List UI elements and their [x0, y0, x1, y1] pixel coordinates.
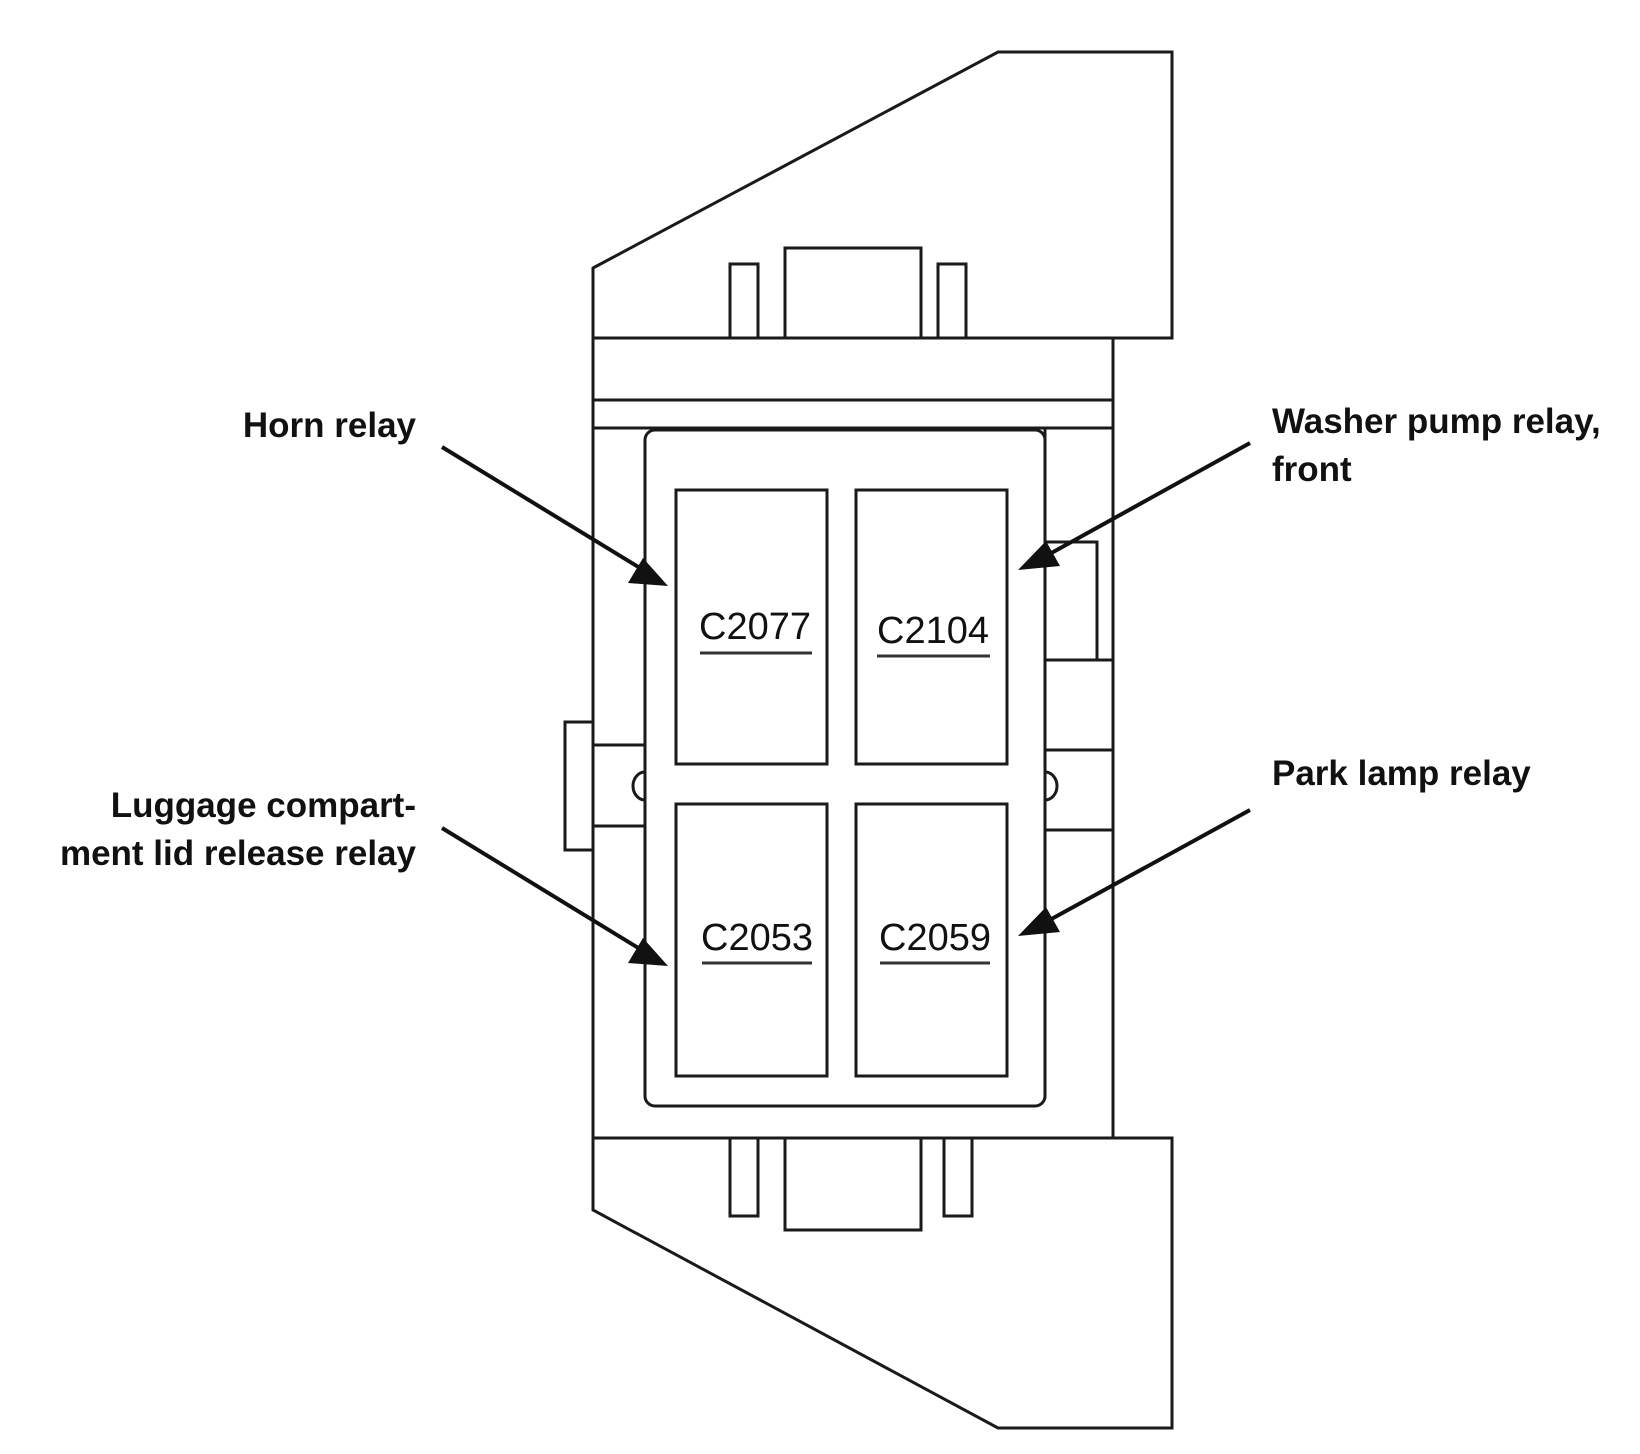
callout-line: ment lid release relay — [59, 834, 416, 873]
callout-horn-relay: Horn relay — [243, 402, 416, 450]
arrow-luggage-lid-relay — [440, 826, 668, 966]
top-housing — [591, 50, 1174, 340]
relay-code-c2053: C2053 — [701, 917, 813, 959]
callout-washer-pump-relay: Washer pump relay, front — [1272, 398, 1601, 494]
callout-line: front — [1272, 450, 1352, 489]
relay-code-c2077: C2077 — [699, 606, 811, 648]
relay-code-c2104: C2104 — [877, 610, 989, 652]
callout-line: Luggage compart- — [110, 786, 416, 825]
callout-luggage-lid-release-relay: Luggage compart- ment lid release relay — [60, 782, 416, 878]
callout-line: Washer pump relay, — [1272, 402, 1601, 441]
callout-line: Horn relay — [242, 406, 416, 445]
relay-code-c2059: C2059 — [879, 917, 991, 959]
arrow-horn-relay — [440, 445, 668, 586]
relay-slot-c2077[interactable]: C2077 — [674, 488, 829, 766]
relay-slot-c2059[interactable]: C2059 — [854, 802, 1009, 1078]
arrow-washer-pump-relay — [1018, 441, 1251, 570]
relay-slot-c2104[interactable]: C2104 — [854, 488, 1009, 766]
arrow-park-lamp-relay — [1018, 808, 1251, 936]
callout-line: Park lamp relay — [1272, 754, 1531, 793]
callout-park-lamp-relay: Park lamp relay — [1272, 750, 1531, 798]
bottom-housing — [591, 1136, 1174, 1430]
relay-slot-c2053[interactable]: C2053 — [674, 802, 829, 1078]
